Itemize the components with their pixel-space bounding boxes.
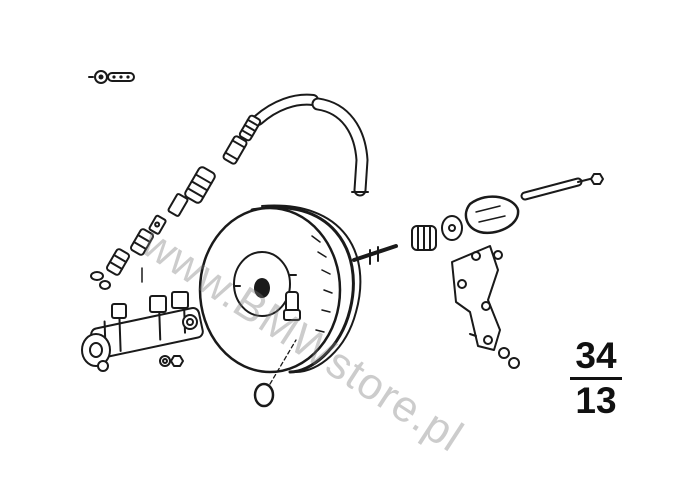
o-ring-seal [253,339,297,408]
brake-master-cylinder [81,291,204,372]
pushrod-assembly [411,173,604,251]
vacuum-line-fittings [90,114,262,290]
vacuum-hose [252,93,369,197]
mounting-bracket [451,245,520,369]
group-number-top: 34 [575,335,617,376]
group-number-label: 34 13 [566,336,626,421]
wrench-key-icon [88,70,135,84]
brake-booster [198,204,398,374]
nut-and-washer [159,355,184,367]
group-number-divider [570,377,622,380]
group-number-bottom: 13 [575,380,617,421]
